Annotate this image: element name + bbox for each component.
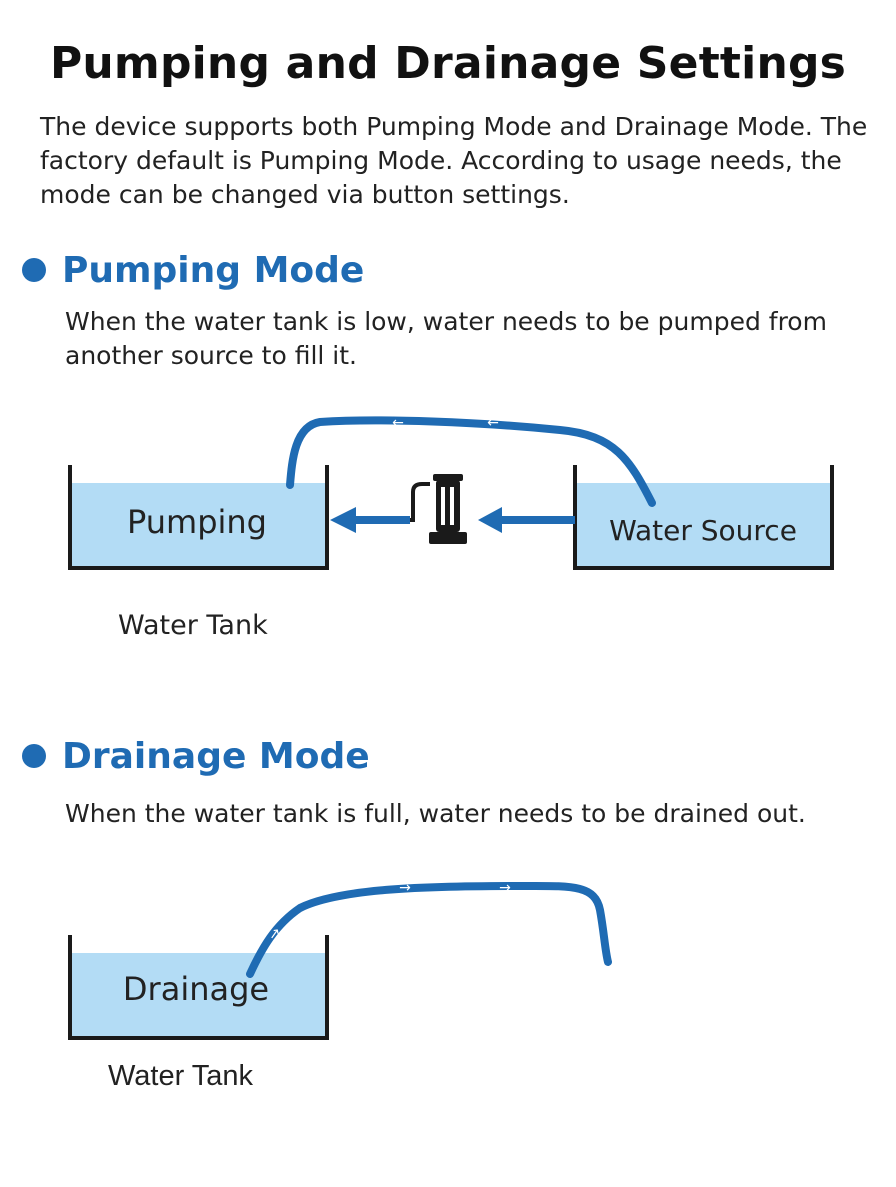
pumping-mode-description: When the water tank is low, water needs …	[65, 307, 827, 370]
pumping-hose	[286, 416, 656, 507]
drainage-mode-description: When the water tank is full, water needs…	[65, 799, 806, 828]
source-tank-text: Water Source	[609, 514, 797, 547]
page-title: Pumping and Drainage Settings	[49, 38, 847, 89]
arrow-left-icon	[478, 507, 502, 533]
drainage-mode-heading: Drainage Mode	[22, 735, 370, 777]
drainage-mode-title: Drainage Mode	[62, 735, 370, 777]
flow-arrow-icon: ←	[392, 415, 404, 431]
pumping-tank-text: Pumping	[127, 503, 267, 541]
intro-text: The device supports both Pumping Mode an…	[40, 112, 868, 209]
flow-arrow-icon: →	[499, 880, 511, 896]
drainage-hose	[246, 881, 612, 978]
drainage-tank-water	[70, 953, 327, 1038]
bullet-icon	[22, 258, 46, 282]
source-tank-water	[575, 483, 832, 568]
arrow-left-icon	[330, 507, 356, 533]
pumping-tank-caption: Water Tank	[118, 610, 268, 641]
flow-arrow-icon: ←	[487, 415, 499, 431]
pumping-diagram: Pumping Water Source ← ←	[68, 415, 834, 570]
pumping-tank-outline	[68, 465, 329, 570]
drainage-tank-text: Drainage	[123, 970, 269, 1008]
drainage-tank-caption: Water Tank	[108, 1060, 254, 1092]
pumping-mode-heading: Pumping Mode	[22, 249, 365, 291]
flow-arrow-icon: →	[399, 880, 411, 896]
pump-icon	[429, 474, 467, 544]
drainage-tank-outline	[68, 935, 329, 1040]
pumping-mode-title: Pumping Mode	[62, 249, 365, 291]
bullet-icon	[22, 744, 46, 768]
pumping-tank-water	[70, 483, 327, 568]
drainage-diagram: Drainage → → →	[68, 880, 612, 1040]
